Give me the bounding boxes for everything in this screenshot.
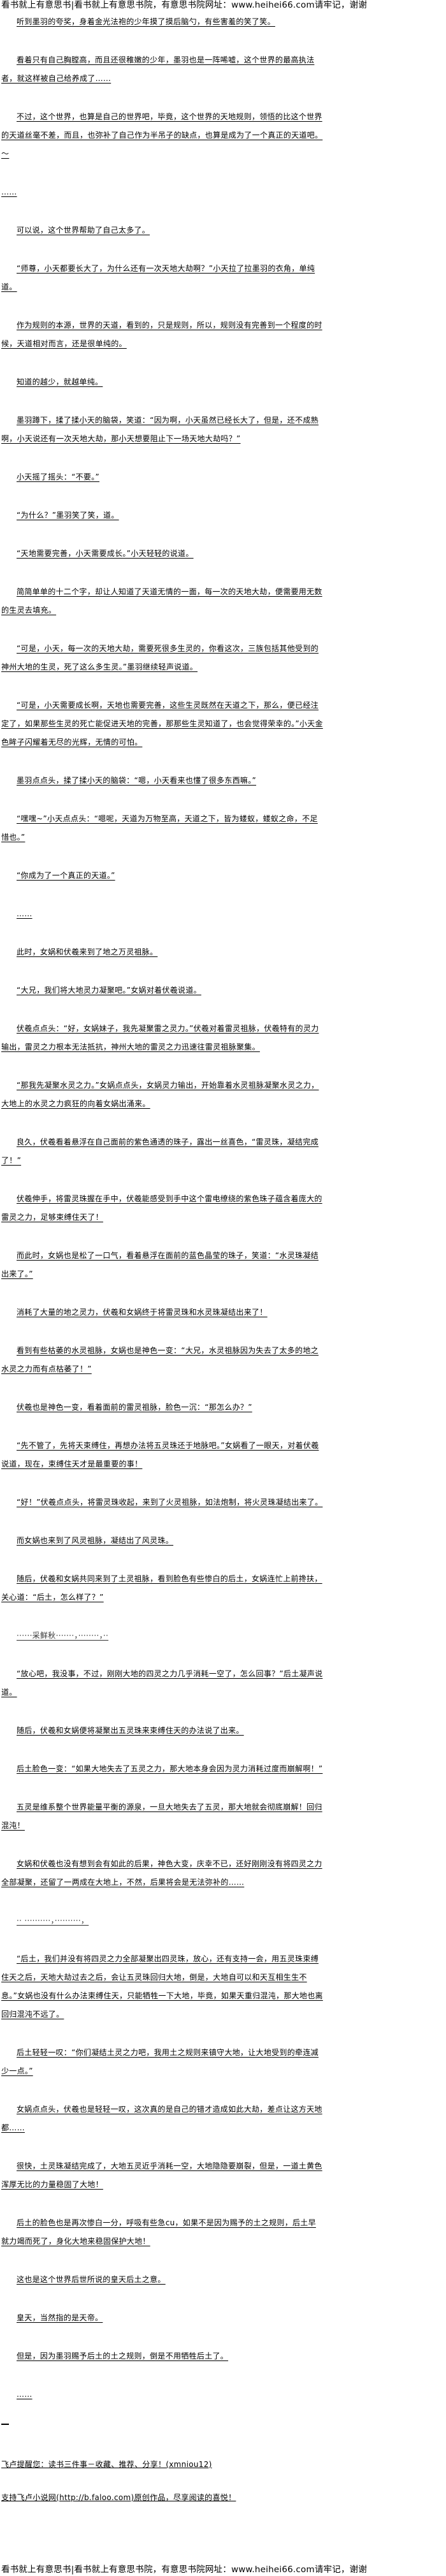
chapter-content: 听到墨羽的夸奖，身着金光法袍的少年摸了摸后脑勺，有些害羞的笑了笑。看着只有自己胸… (1, 13, 324, 2524)
paragraph: 随后，伏羲和女娲便将凝聚出五灵珠来束缚住天的办法说了出来。 (17, 1726, 244, 1735)
paragraph: 良久，伏羲看着悬浮在自己面前的紫色通透的珠子，露出一丝喜色，“雷灵珠，凝结完成了… (1, 1138, 319, 1165)
paragraph: “放心吧，我没事，不过，刚刚大地的四灵之力几乎消耗一空了，怎么回事？”后土凝声说… (1, 1669, 323, 1697)
paragraph: 后土的脸色也是再次惨白一分，呼吸有些急cu，如果不是因为赐予的土之规则，后土早就… (1, 2218, 316, 2246)
paragraph: 后土轻轻一叹：“你们凝结土灵之力吧，我用土之规则来镇守大地，让大地受到的牵连减少… (1, 2048, 319, 2075)
paragraph: 看着只有自己胸膛高，而且还很稚嫩的少年，墨羽也是一阵唏嘘，这个世界的最高执法者，… (1, 55, 315, 83)
paragraph: 而女娲也来到了风灵祖脉，凝结出了风灵珠。 (17, 1536, 174, 1545)
paragraph: 墨羽蹲下，揉了揉小天的脑袋，笑道：“因为啊，小天虽然已经长大了，但是，还不成熟啊… (1, 416, 319, 443)
paragraph: …… (17, 909, 32, 918)
paragraph: 听到墨羽的夸奖，身着金光法袍的少年摸了摸后脑勺，有些害羞的笑了笑。 (17, 17, 275, 26)
paragraph: 简简单单的十二个字，却让人知道了天道无情的一面，每一次的天地大劫，便需要用无数的… (1, 587, 322, 615)
paragraph: “先不管了，先将天束缚住，再想办法将五灵珠还于地脉吧。”女娲看了一眼天，对着伏羲… (1, 1441, 319, 1468)
paragraph: 后土脸色一变：“如果大地失去了五灵之力，那大地本身会因为灵力消耗过度而崩解啊！” (17, 1764, 323, 1773)
paragraph: 女娲和伏羲也没有想到会有如此的后果，神色大变，庆幸不已，还好刚刚没有将四灵之力全… (1, 1859, 322, 1887)
paragraph: 伏羲伸手，将雷灵珠握在手中，伏羲能感受到手中这个雷电缭绕的紫色珠子蕴含着庞大的雷… (1, 1194, 322, 1222)
faloo-reminder: 飞卢提醒您：读书三件事－收藏、推荐、分享！(xmniou12) (1, 2460, 212, 2469)
paragraph: “可是，小天，每一次的天地大劫，需要死很多生灵的，你看这次，三族包括其他受到的神… (1, 644, 319, 671)
paragraph: “大兄，我们将大地灵力凝聚吧。”女娲对着伏羲说道。 (17, 986, 201, 995)
paragraph: 很快，土灵珠凝结完成了，大地五灵近乎消耗一空，大地隐隐要崩裂，但是，一道土黄色浑… (1, 2162, 322, 2189)
site-banner-bottom: 看书就上有意思书|看书就上有意思书院，有意思书院网址：www.heihei66.… (1, 2565, 368, 2575)
paragraph: 随后，伏羲和女娲共同来到了土灵祖脉，看到脸色有些惨白的后土，女娲连忙上前搀扶，关… (1, 1574, 322, 1602)
paragraph: 看到有些枯萎的水灵祖脉，女娲也是神色一变：“大兄，水灵祖脉因为失去了太多的地之水… (1, 1346, 319, 1373)
paragraph: “为什么？”墨羽笑了笑，道。 (17, 511, 119, 520)
paragraph: “好！”伏羲点点头，将雷灵珠收起，来到了火灵祖脉，如法炮制，将火灵珠凝结出来了。 (17, 1498, 323, 1507)
watermark-line: ·· ··········，··········， (17, 1916, 89, 1925)
paragraph: “师尊，小天都要长大了，为什么还有一次天地大劫啊？”小天拉了拉墨羽的衣角，单纯道… (1, 264, 315, 291)
paragraph: …… (1, 187, 17, 196)
watermark-line: ······采鲜秋·······，········，·· (17, 1631, 109, 1640)
paragraph: 五灵是维系整个世界能量平衡的源泉，一旦大地失去了五灵，那大地就会彻底崩解！回归混… (1, 1803, 322, 1830)
paragraph: “嘿嘿~”小天点点头：“嗯呢，天道为万物至高，天道之下，皆为蝼蚁，蝼蚁之命，不足… (1, 814, 318, 842)
site-banner-top: 看书就上有意思书|看书就上有意思书院，有意思书院网址：www.heihei66.… (1, 0, 368, 10)
paragraph: 但是，因为墨羽赐予后土的土之规则，倒是不用牺牲后土了。 (17, 2352, 229, 2360)
paragraph: 伏羲点点头：“好，女娲妹子，我先凝聚雷之灵力。”伏羲对着雷灵祖脉，伏羲特有的灵力… (1, 1024, 319, 1051)
paragraph-list: 听到墨羽的夸奖，身着金光法袍的少年摸了摸后脑勺，有些害羞的笑了笑。看着只有自己胸… (1, 13, 324, 2404)
paragraph: 小天摇了摇头：“不要。” (17, 472, 100, 481)
paragraph: 这也是这个世界后世所说的皇天后土之意。 (17, 2275, 166, 2284)
paragraph: “可是，小天需要成长啊，天地也需要完善，这些生灵既然在天道之下，那么，便已经注定… (1, 701, 323, 747)
paragraph: “那我先凝聚水灵之力。”女娲点点头，女娲灵力输出，开始靠着水灵祖脉凝聚水灵之力，… (1, 1081, 319, 1108)
paragraph: 不过，这个世界，也算是自己的世界吧，毕竟，这个世界的天地规则，领悟的比这个世界的… (1, 112, 323, 158)
paragraph: 知道的越少，就越单纯。 (17, 377, 103, 386)
paragraph: 伏羲也是神色一变，看着面前的雷灵祖脉，脸色一沉：“那怎么办？” (17, 1403, 252, 1412)
paragraph: “天地需要完善，小天需要成长。”小天轻轻的说道。 (17, 549, 194, 558)
paragraph: 女娲点点头，伏羲也是轻轻一叹，这次真的是自己的错才造成如此大劫，差点让这方天地都… (1, 2105, 322, 2132)
divider-dash (1, 2424, 9, 2425)
paragraph: “你成为了一个真正的天道。” (17, 871, 115, 880)
faloo-support-link[interactable]: 支持飞卢小说网(http://b.faloo.com)原创作品，尽享阅读的喜悦！ (1, 2493, 236, 2502)
paragraph: 墨羽点点头，揉了揉小天的脑袋：“嗯，小天看来也懂了很多东西嘛。” (17, 776, 257, 785)
paragraph: …… (17, 2390, 32, 2399)
paragraph: 而此时，女娲也是松了一口气，看着悬浮在面前的蓝色晶莹的珠子，笑道：“水灵珠凝结出… (1, 1251, 319, 1278)
paragraph: 作为规则的本源，世界的天道，看到的，只是规则，所以，规则没有完善到一个程度的时候… (1, 321, 322, 348)
paragraph: 此时，女娲和伏羲来到了地之万灵祖脉。 (17, 948, 158, 956)
paragraph: “后土，我们并没有将四灵之力全部凝聚出四灵珠，放心，还有支持一会，用五灵珠束缚住… (1, 1954, 323, 2019)
paragraph: 消耗了大量的地之灵力，伏羲和女娲终于将雷灵珠和水灵珠凝结出来了！ (17, 1308, 268, 1317)
paragraph: 皇天，当然指的是天帝。 (17, 2313, 103, 2322)
paragraph: 可以说，这个世界帮助了自己太多了。 (17, 226, 150, 235)
